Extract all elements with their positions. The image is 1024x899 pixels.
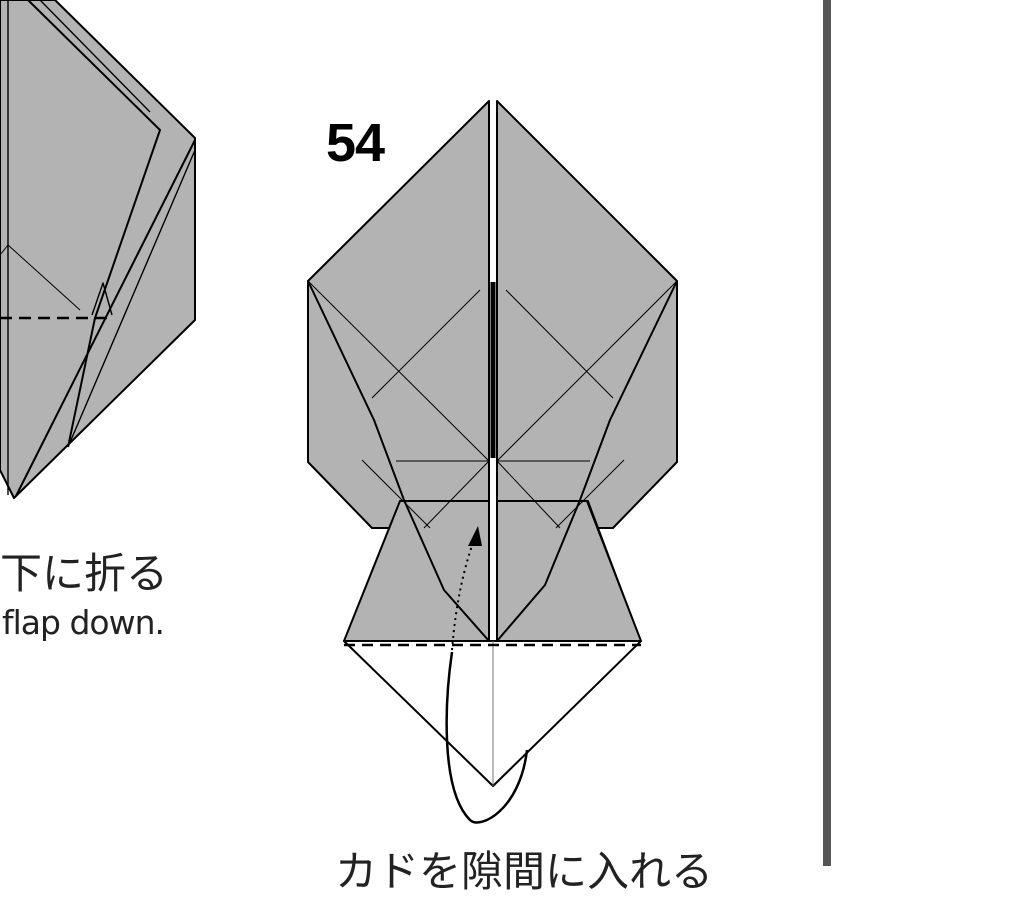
previous-step-model (0, 0, 196, 499)
origami-diagram (0, 0, 678, 824)
left-diagonal-fold (307, 280, 490, 642)
previous-step-caption-english: flap down. (2, 603, 165, 642)
right-shoulder-line (496, 280, 678, 462)
page-divider (823, 0, 831, 866)
previous-step-caption-japanese: 下に折る (0, 549, 169, 598)
tuck-arrow-solid-curve (445, 651, 529, 824)
left-crease-1 (371, 289, 481, 399)
previous-model-crease-b (0, 244, 9, 256)
right-crease-5 (587, 499, 642, 642)
previous-model-crease-a (7, 244, 81, 311)
left-crease-3 (423, 460, 490, 529)
right-crease-1 (505, 289, 614, 399)
step-54-caption-japanese: カドを隙間に入れる (335, 847, 714, 896)
right-diagonal-fold (496, 280, 678, 642)
previous-model-fold-line-2 (67, 149, 196, 448)
tuck-arrow-head (468, 526, 482, 546)
step-54-model (307, 100, 678, 787)
tuck-arrow-dotted-curve (451, 539, 475, 651)
right-half-upper (496, 100, 678, 529)
tuck-arrow (445, 526, 529, 824)
right-crease-4 (555, 459, 625, 529)
left-crease-4 (361, 459, 431, 529)
previous-model-body (0, 0, 196, 499)
previous-model-crease (39, 0, 151, 113)
right-crease-3 (496, 460, 561, 529)
previous-model-inner-outline (27, 0, 161, 448)
step-number: 54 (326, 113, 385, 173)
previous-model-small-triangle (91, 282, 113, 316)
